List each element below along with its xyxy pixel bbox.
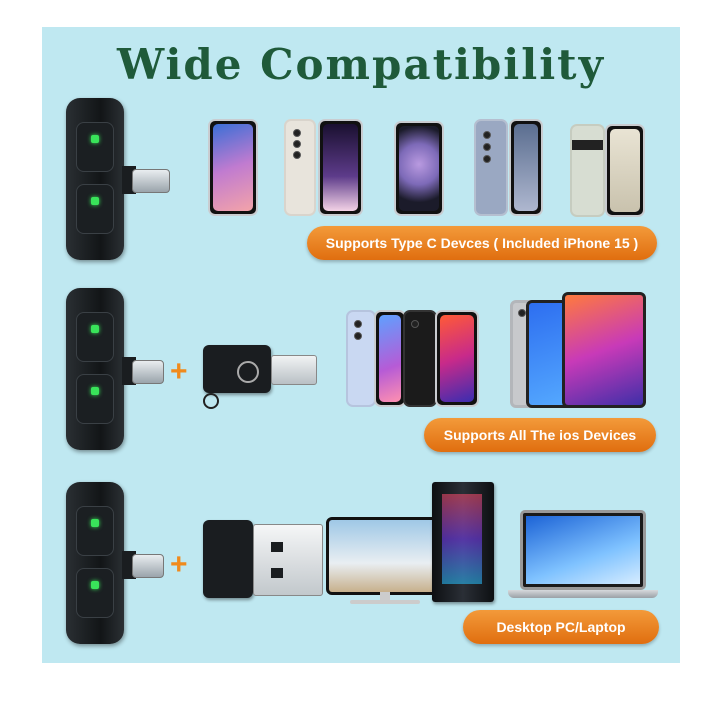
usb-c-plug-icon [132,554,164,578]
phone-back-icon [346,310,376,407]
microphone-receiver-icon [66,98,124,260]
usb-c-plug-icon [132,360,164,384]
usb-c-plug-icon [132,169,170,193]
tablet-icon [562,292,646,408]
foldable-phone-icon [394,121,444,216]
banner-desktop: Desktop PC/Laptop [463,610,659,644]
phone-back-icon [403,310,437,407]
phone-back-icon [284,119,316,216]
banner-ios: Supports All The ios Devices [424,418,656,452]
banner-type-c: Supports Type C Devces ( Included iPhone… [307,226,657,260]
phone-icon [208,119,258,216]
laptop-icon [520,510,646,590]
pc-tower-icon [432,482,494,602]
phone-icon [435,310,479,407]
phone-back-icon [570,124,605,217]
phone-icon [509,119,543,216]
phone-icon [318,119,363,216]
phone-back-icon [474,119,508,216]
microphone-receiver-icon [66,288,124,450]
phone-icon [374,310,406,407]
microphone-receiver-icon [66,482,124,644]
plus-icon: + [170,355,188,388]
phone-icon [605,124,645,217]
plus-icon: + [170,548,188,581]
page-title: Wide Compatibility [117,40,605,89]
